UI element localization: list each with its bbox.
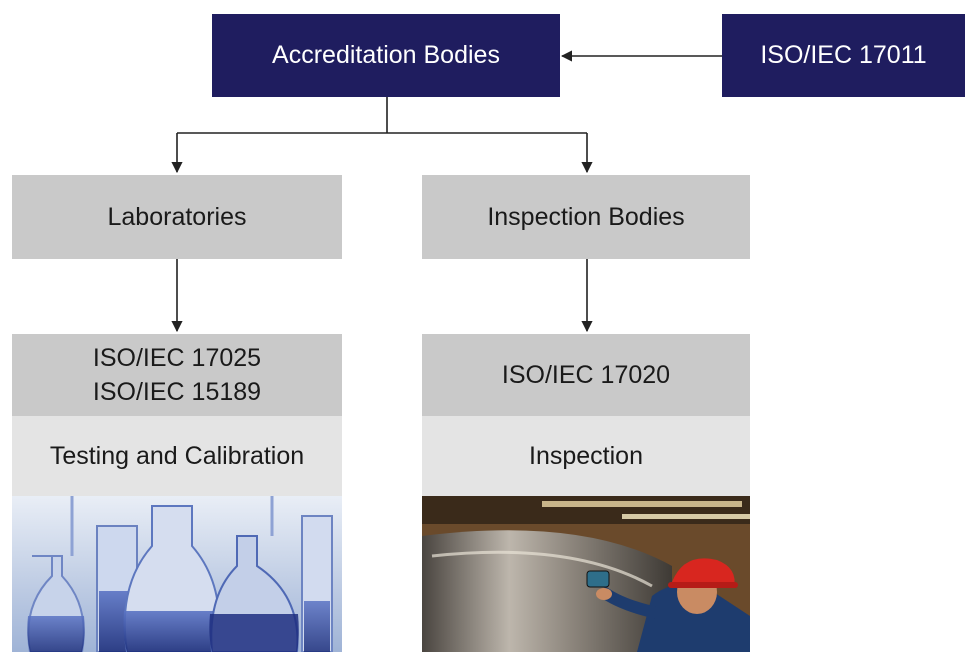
- iso-17011-box: ISO/IEC 17011: [722, 14, 965, 97]
- accreditation-bodies-label: Accreditation Bodies: [272, 41, 500, 69]
- laboratories-box: Laboratories: [12, 175, 342, 259]
- inspection-standard-17020: ISO/IEC 17020: [501, 360, 671, 389]
- testing-calibration-label: Testing and Calibration: [49, 441, 305, 470]
- iso-17011-label: ISO/IEC 17011: [760, 41, 927, 69]
- lab-standard-15189: ISO/IEC 15189: [92, 378, 262, 406]
- inspection-standards-box: ISO/IEC 17020: [422, 334, 750, 416]
- inspector-image: [422, 496, 750, 652]
- inspection-bodies-box: Inspection Bodies: [422, 175, 750, 259]
- inspection-bodies-label: Inspection Bodies: [487, 202, 685, 231]
- lab-standards-box: ISO/IEC 17025 ISO/IEC 15189: [12, 334, 342, 416]
- accreditation-bodies-box: Accreditation Bodies: [212, 14, 560, 97]
- lab-standard-17025: ISO/IEC 17025: [92, 344, 262, 372]
- testing-calibration-box: Testing and Calibration: [12, 416, 342, 496]
- laboratory-glassware-image: [12, 496, 342, 652]
- inspection-activity-box: Inspection: [422, 416, 750, 496]
- laboratories-label: Laboratories: [107, 202, 247, 231]
- inspection-activity-label: Inspection: [529, 441, 643, 470]
